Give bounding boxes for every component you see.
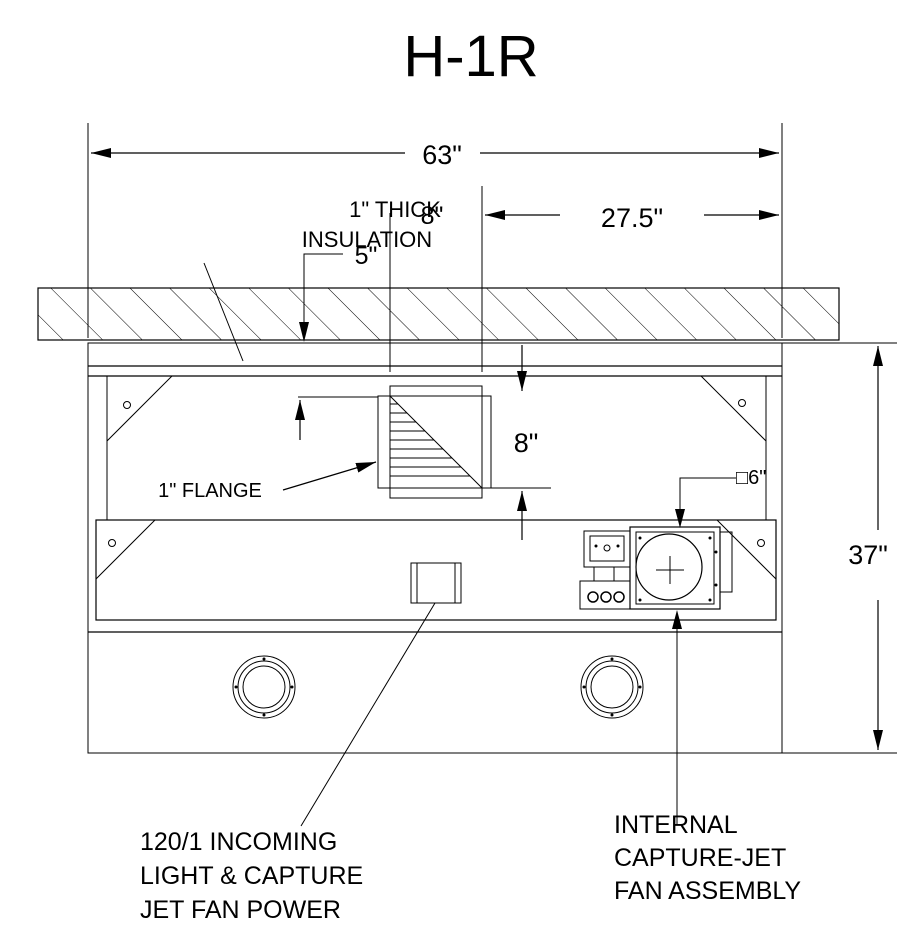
ceiling-slab [37, 287, 840, 341]
ceiling-gap-value: 5" [355, 242, 378, 270]
drawing-title: H-1R [403, 24, 538, 89]
light-fixture-right [580, 655, 644, 719]
fan-label-line1: INTERNAL [614, 811, 738, 839]
power-label-line2: LIGHT & CAPTURE [140, 862, 363, 890]
insulation-callout: 1" THICK INSULATION [203, 197, 441, 362]
duct-height-dimension: 8" [491, 345, 551, 540]
offset-value: 27.5" [601, 203, 663, 233]
fan-label-line3: FAN ASSEMBLY [614, 877, 801, 905]
insulation-label-line2: INSULATION [302, 227, 432, 252]
height-value: 37" [848, 540, 888, 570]
overall-width-dimension: 63" [87, 123, 783, 338]
power-label-line3: JET FAN POWER [140, 896, 341, 924]
power-callout: 120/1 INCOMING LIGHT & CAPTURE JET FAN P… [140, 602, 436, 924]
light-fixture-left [232, 655, 296, 719]
exhaust-duct-collar [377, 385, 492, 499]
fan-ring [635, 533, 703, 601]
power-label-line1: 120/1 INCOMING [140, 828, 337, 856]
duct-height-value: 8" [514, 428, 539, 458]
height-dimension: 37" [782, 342, 897, 754]
duct-width-value: 8" [421, 202, 444, 230]
fan-size-value: □6" [736, 467, 766, 489]
capture-jet-fan-assembly [579, 526, 733, 610]
junction-box [410, 562, 462, 604]
insulation-label-line1: 1" THICK [349, 197, 441, 222]
flange-callout: 1" FLANGE [158, 396, 378, 502]
internal-fan-callout: INTERNAL CAPTURE-JET FAN ASSEMBLY [614, 610, 801, 905]
plenum-box [95, 519, 777, 621]
offset-dimension: 27.5" [481, 186, 779, 372]
flange-label: 1" FLANGE [158, 480, 262, 502]
hood-body [87, 342, 783, 754]
damper-hatch [390, 403, 470, 477]
upper-corner-brackets [106, 375, 767, 442]
overall-width-value: 63" [422, 140, 462, 170]
fan-label-line2: CAPTURE-JET [614, 844, 786, 872]
fan-size-callout: □6" [675, 467, 766, 528]
